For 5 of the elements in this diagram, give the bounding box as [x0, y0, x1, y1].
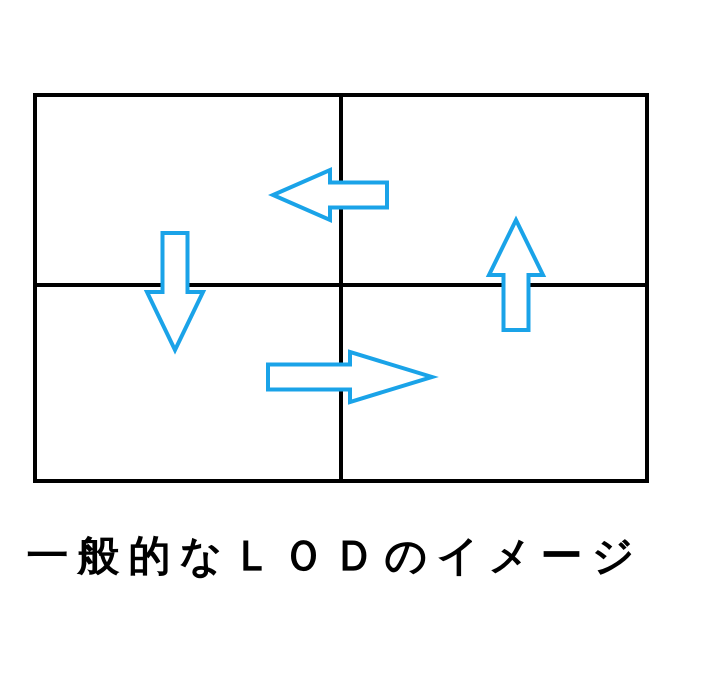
block-arrow: [268, 166, 389, 224]
caption: 一般的なＬＯＤのイメージ: [26, 530, 644, 582]
block-arrow: [486, 215, 546, 332]
block-arrow: [266, 349, 439, 405]
block-arrow: [144, 231, 206, 355]
